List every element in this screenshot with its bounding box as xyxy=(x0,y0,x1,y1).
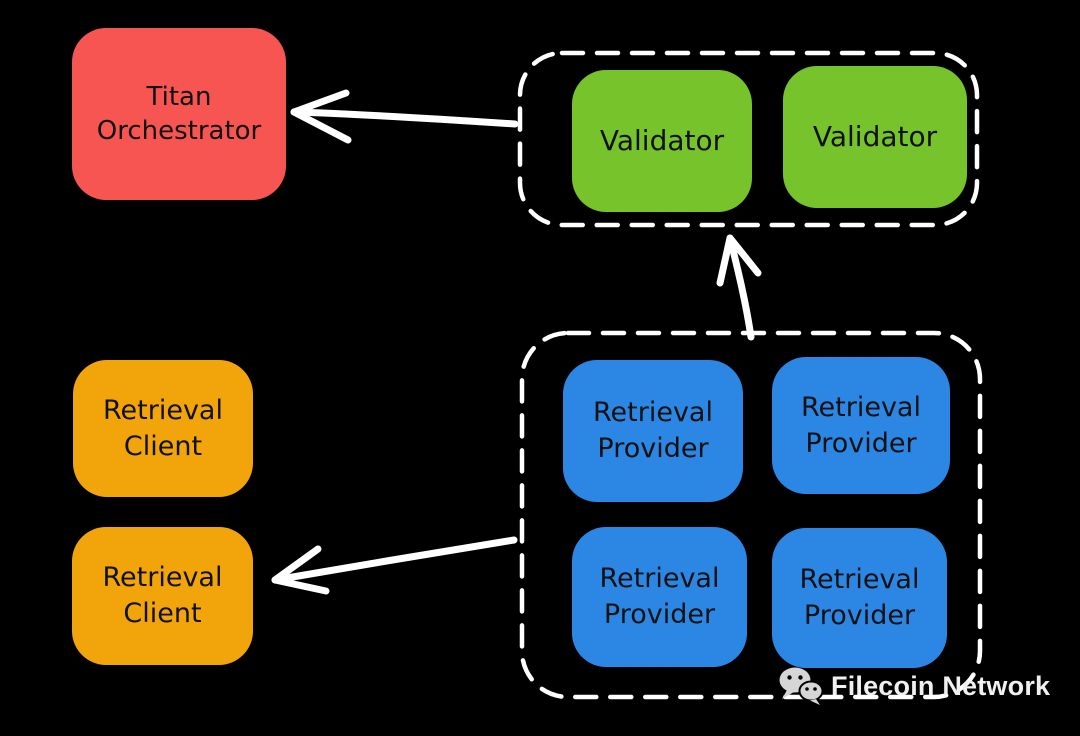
node-label: Provider xyxy=(805,427,917,459)
node-retrieval-provider-3: Retrieval Provider xyxy=(572,527,747,667)
node-validator-1: Validator xyxy=(572,70,752,212)
watermark: Filecoin Network xyxy=(778,666,1050,706)
node-retrieval-client-2: Retrieval Client xyxy=(72,527,253,665)
node-label: Client xyxy=(123,430,203,462)
wechat-icon xyxy=(779,667,824,705)
node-label: Titan xyxy=(146,81,212,112)
node-label: Retrieval xyxy=(801,391,921,423)
node-retrieval-provider-4: Retrieval Provider xyxy=(772,528,947,668)
node-retrieval-client-1: Retrieval Client xyxy=(73,360,253,497)
node-label: Retrieval xyxy=(102,562,223,594)
node-label: Retrieval xyxy=(599,563,720,595)
node-label: Retrieval xyxy=(799,564,920,596)
node-label: Validator xyxy=(599,123,725,157)
node-label: Orchestrator xyxy=(96,116,262,146)
node-label: Provider xyxy=(597,433,709,464)
arrow-providers-to-client xyxy=(271,536,518,595)
node-retrieval-provider-1: Retrieval Provider xyxy=(563,360,743,502)
node-label: Validator xyxy=(812,119,938,153)
node-validator-2: Validator xyxy=(783,66,967,208)
node-retrieval-provider-2: Retrieval Provider xyxy=(772,357,950,494)
node-titan-orchestrator: Titan Orchestrator xyxy=(72,28,286,200)
node-label: Provider xyxy=(603,599,716,630)
node-label: Provider xyxy=(803,600,916,631)
watermark-label: Filecoin Network xyxy=(831,670,1051,701)
arrow-providers-to-validators xyxy=(716,234,762,341)
node-label: Client xyxy=(123,598,202,629)
node-label: Retrieval xyxy=(103,394,223,426)
arrow-validators-to-titan xyxy=(290,89,519,144)
node-label: Retrieval xyxy=(593,397,713,429)
